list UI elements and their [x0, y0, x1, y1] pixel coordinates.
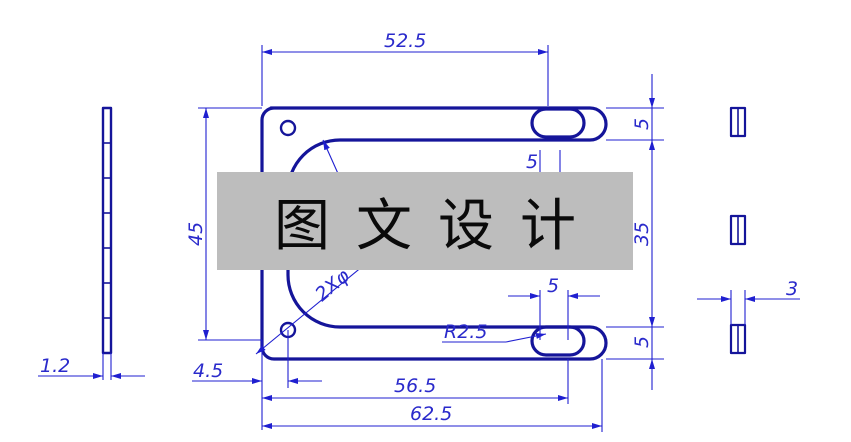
dim-top-width-lines	[261, 45, 549, 106]
dim-thickness-left: 1.2	[40, 355, 70, 377]
dim-slot-bottom: 5	[547, 275, 559, 297]
dim-hole-offset: 4.5	[193, 360, 223, 382]
dim-left-height: 45	[185, 222, 207, 246]
left-side-view	[38, 106, 145, 380]
top-slot	[530, 107, 586, 139]
dim-thickness-right: 3	[786, 278, 798, 300]
watermark-banner: 图文设计	[217, 172, 633, 270]
dim-inner-5: 5	[526, 151, 538, 173]
dim-right-lines	[606, 74, 664, 390]
bottom-slot	[530, 325, 586, 357]
dim-slot-radius: R2.5	[444, 321, 487, 343]
inner-radius-leader	[322, 139, 341, 179]
dim-right-top: 5	[631, 118, 653, 130]
dim-bottom-widths-lines	[262, 359, 603, 432]
dim-right-bottom: 5	[631, 336, 653, 348]
dim-slot-width-lines	[508, 290, 600, 340]
dim-hole-offset-lines	[192, 330, 322, 430]
watermark-text: 图文设计	[274, 193, 602, 259]
slot-radius-leader	[505, 333, 547, 343]
dim-width-62: 62.5	[410, 403, 452, 425]
dim-right-inner: 35	[631, 222, 653, 246]
right-side-view	[697, 106, 800, 355]
dim-left-height-lines	[198, 107, 262, 341]
front-view-outline	[260, 106, 608, 361]
dim-hole-callout: 2Xφ	[311, 264, 354, 305]
top-hole	[279, 119, 297, 137]
dim-width-56: 56.5	[394, 375, 436, 397]
dim-top-width: 52.5	[384, 30, 426, 52]
